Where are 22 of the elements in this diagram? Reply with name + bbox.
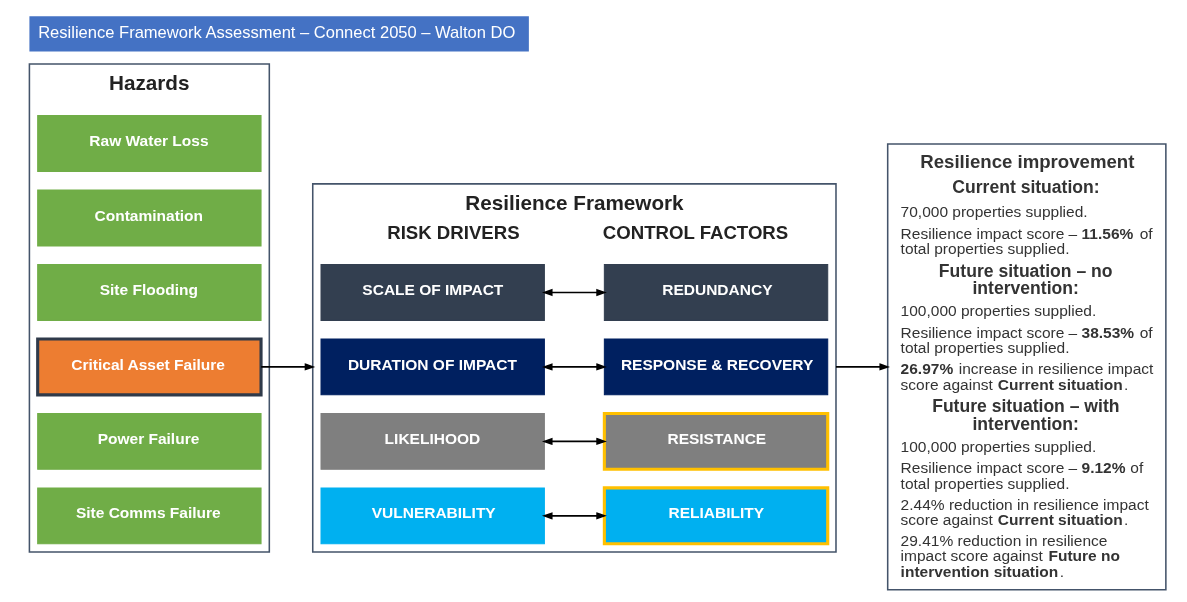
node-box: Site Comms Failure <box>37 487 262 545</box>
node-box: SCALE OF IMPACT <box>320 264 545 321</box>
node-box: Critical Asset Failure <box>36 337 263 397</box>
node-box: VULNERABILITY <box>320 487 545 545</box>
arrow <box>542 512 607 520</box>
node-box: Contamination <box>37 189 262 247</box>
node-box: Site Flooding <box>37 264 262 321</box>
node-box: RESISTANCE <box>602 411 830 471</box>
arrow <box>260 363 316 371</box>
node-box: DURATION OF IMPACT <box>320 338 545 396</box>
node-box: Resilience improvement Current situation: 70,000 properties supplied. Resilience impact score – 11.56% of total properties supplied. Future situation – no intervention: 100,000 properties supplied. Resilience impact score – 38.53% of total properties supplied. 26.97% increase in resilience impact score against Current situation. Future situation – with intervention: 100,000 properties supplied. Resilience impact score – 9.12% of total properties supplied. 2.44% reduction in resilience impact score against Current situation. 29.41% reduction in resilience impact score against Future no intervention situation. <box>886 143 1167 591</box>
arrow <box>542 363 607 371</box>
node-box: RELIABILITY <box>602 486 830 546</box>
diagram-title: Resilience Framework Assessment – Connect 2050 – Walton DO <box>38 22 516 42</box>
node-box: Power Failure <box>37 412 262 470</box>
arrow <box>542 437 607 446</box>
node-box: RESPONSE & RECOVERY <box>603 338 829 396</box>
node-box: REDUNDANCY <box>603 264 829 321</box>
arrow <box>542 288 607 297</box>
arrow <box>835 363 890 371</box>
node-box: Raw Water Loss <box>37 115 262 172</box>
node-box: LIKELIHOOD <box>320 412 545 470</box>
